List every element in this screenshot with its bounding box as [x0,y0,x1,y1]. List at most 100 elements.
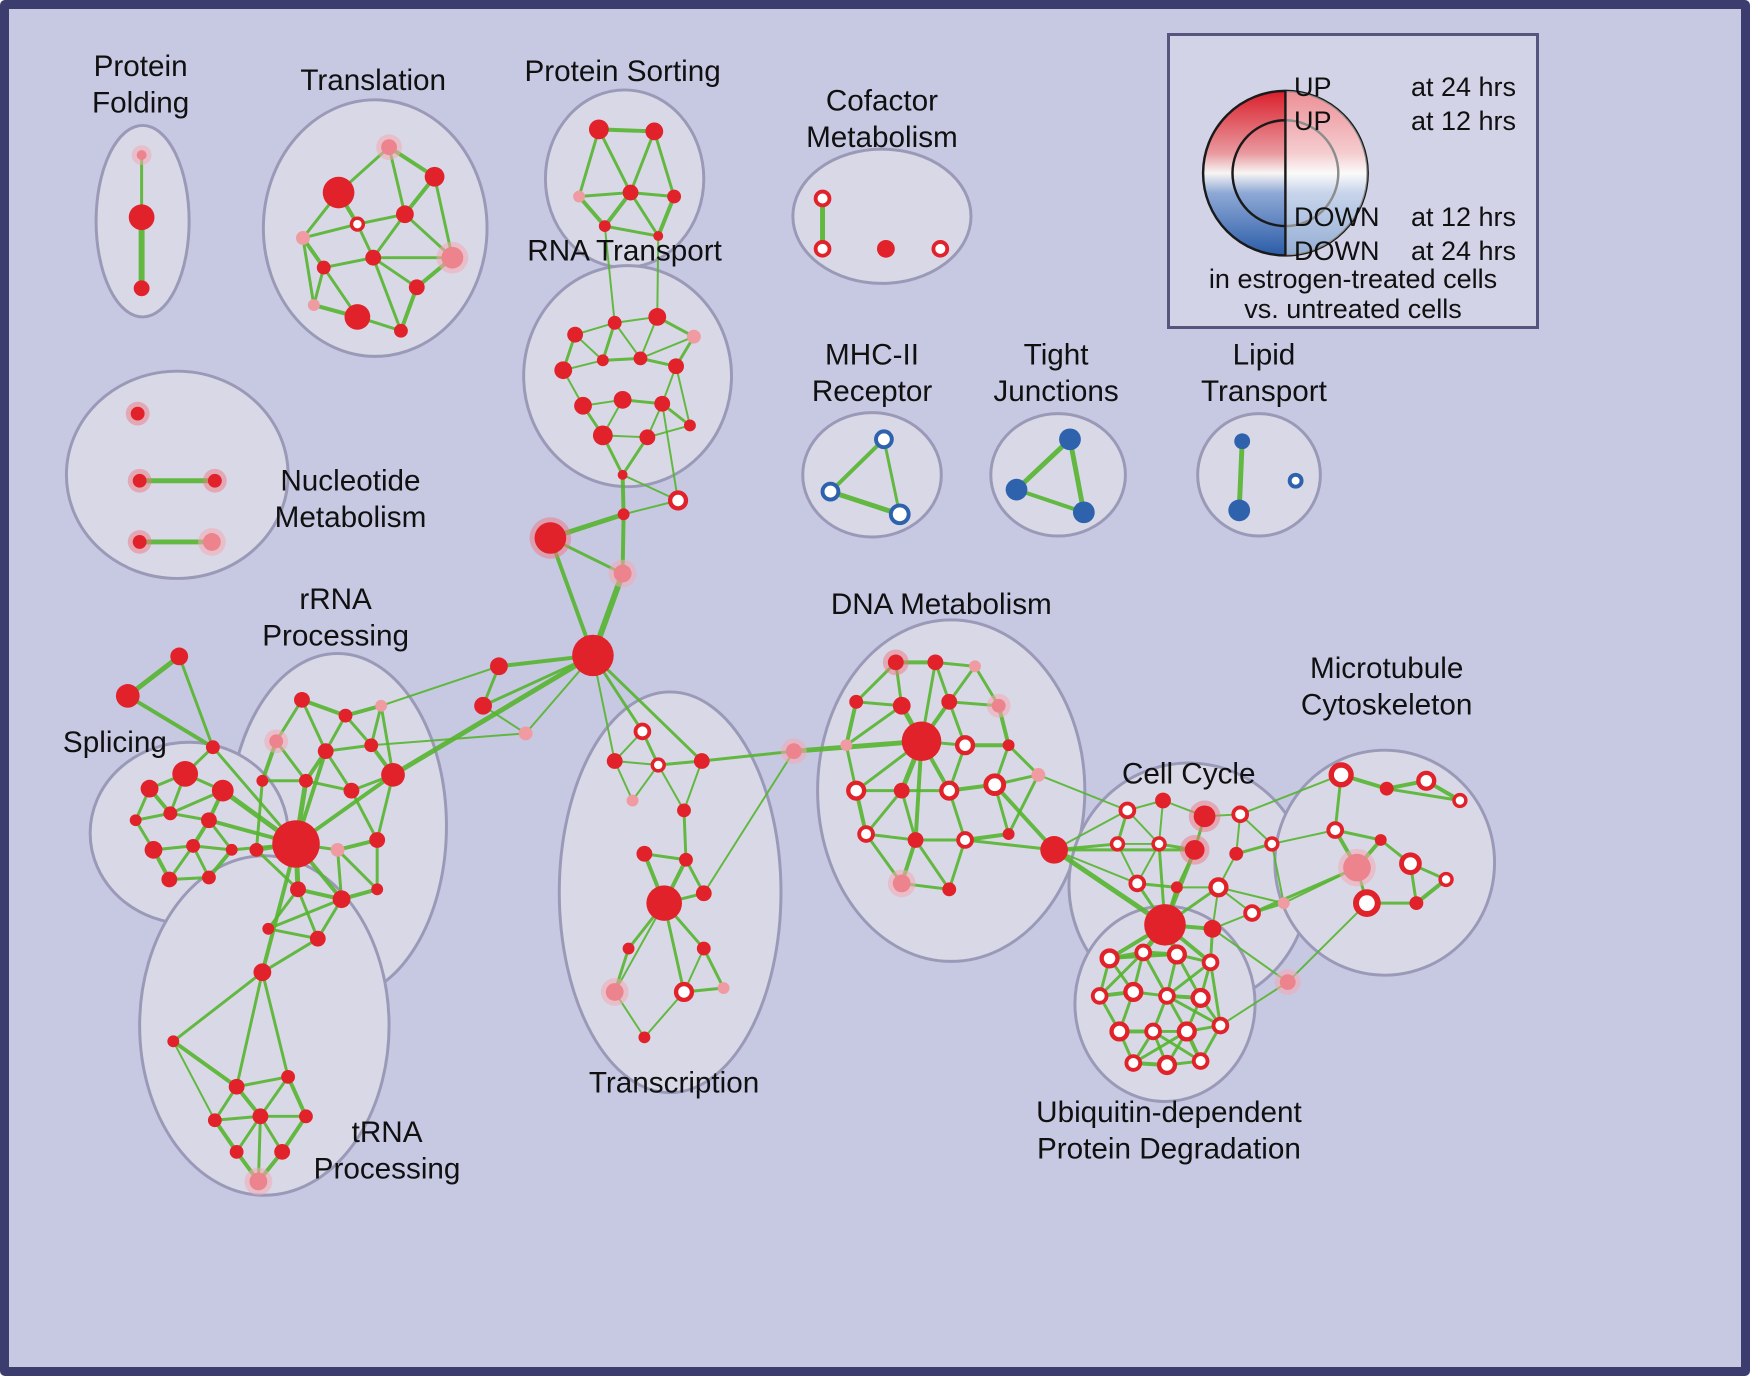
edge [882,437,902,516]
node-s3 [211,779,234,802]
edge [371,256,403,333]
node-u14 [1156,1054,1178,1076]
node-d9 [901,721,942,762]
node-R18 [262,922,275,935]
node-R6 [364,738,379,753]
node-x2 [667,490,689,511]
cluster-label-protein-sorting: Protein Sorting [525,55,721,88]
node-c8 [679,852,693,867]
node-rt1 [567,326,584,343]
node-e0 [1040,836,1068,864]
node-c9 [646,885,683,921]
edge [1209,960,1222,1028]
node-c12 [696,941,711,956]
cluster-label-transcription: Transcription [589,1067,759,1100]
cluster-label-line: tRNA [352,1116,423,1149]
node-s11 [201,870,216,885]
cluster-label-line: Translation [300,64,446,97]
edge [914,838,951,891]
cluster-label-splicing: Splicing [63,726,167,759]
node-hub [572,634,614,677]
cluster-label-line: Cell Cycle [1122,758,1256,791]
cluster-label-line: Folding [92,87,189,120]
node-R7 [381,763,405,787]
node-m2 [1379,781,1394,796]
cluster-ellipse-tight [989,412,1127,538]
edge [349,789,379,842]
edge [1053,809,1129,851]
cluster-label-line: Transcription [589,1067,759,1100]
edge [171,970,264,1043]
node-tj2 [1005,478,1028,501]
node-Rhub [272,820,320,868]
node-s7 [144,840,163,859]
node-mh1 [874,429,894,450]
edge [591,653,704,763]
edge [1053,848,1139,885]
edge [613,321,642,360]
node-cf4 [931,240,950,258]
node-rt9 [574,396,592,415]
cluster-ellipse-rna-transport [522,264,733,489]
node-T7 [298,1109,313,1124]
node-ps3 [573,190,586,203]
cluster-ellipses-layer [64,88,1497,1197]
edge [1165,960,1212,998]
nodes-layer [115,119,1468,1196]
cluster-label-line: Lipid [1233,338,1296,371]
cluster-ellipse-mhc [801,411,943,539]
cluster-label-line: Processing [314,1153,461,1186]
legend-up-12-label: UP [1294,106,1332,136]
legend-down-24-label: DOWN [1294,236,1380,266]
node-d19 [956,831,974,849]
edge [1270,829,1337,845]
node-n5 [202,533,221,551]
edge [629,129,656,195]
edge [992,782,1057,852]
node-d11 [1002,739,1015,752]
edge [656,235,660,318]
node-T5 [207,1113,222,1128]
node-m5 [1326,821,1345,839]
edge [266,897,344,931]
cluster-ellipse-translation [261,98,489,358]
node-e16 [1277,897,1290,910]
node-c15 [717,982,730,994]
edge [300,698,328,753]
edge [1270,842,1285,905]
node-t12 [307,299,320,311]
edge [1165,994,1222,1028]
up-down-gradient-icon [1201,89,1369,257]
node-t5 [349,216,366,232]
node-ps7 [653,231,664,241]
node-u1 [1099,948,1120,969]
node-n3 [207,473,222,488]
cluster-label-translation: Translation [300,64,446,97]
node-c1 [633,722,652,741]
edge [577,191,633,198]
node-lt3 [1287,472,1304,489]
node-u9 [1109,1021,1130,1042]
edge [661,402,680,502]
node-n1 [130,406,145,421]
node-pf3 [133,280,150,297]
node-c2 [606,753,623,769]
node-s4 [129,814,142,827]
node-y1 [170,647,189,666]
edge [1236,438,1245,513]
node-c7 [636,845,653,862]
edge [1217,886,1285,905]
node-u10 [1144,1022,1162,1041]
node-x4 [534,522,567,554]
edge [963,838,1056,852]
node-R13 [249,842,264,857]
node-t11 [344,304,371,330]
edge [700,749,796,763]
edge [597,127,633,195]
node-m7 [1343,853,1371,882]
node-e2 [1155,792,1171,809]
cluster-label-line: MHC-II [825,338,919,371]
